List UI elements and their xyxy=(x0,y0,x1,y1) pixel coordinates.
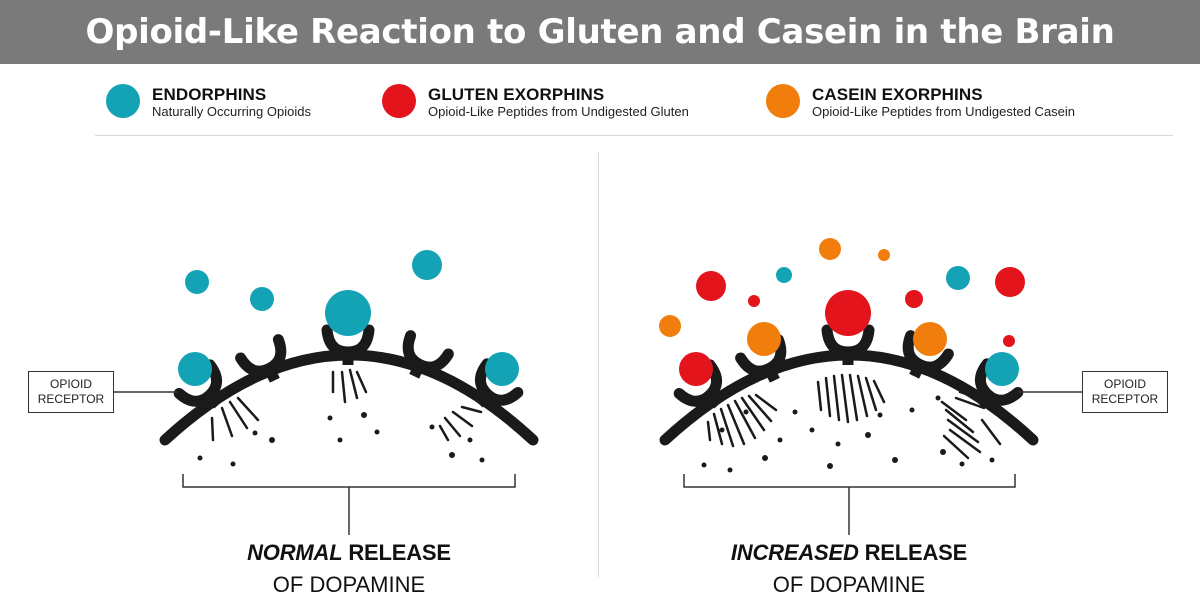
left-panel-diagram xyxy=(114,250,539,535)
legend-title: CASEIN EXORPHINS xyxy=(812,85,983,104)
casein-exorphin-molecule-bound xyxy=(913,322,947,356)
caption-emphasis: INCREASED xyxy=(730,540,859,565)
receptor-label-line2: RECEPTOR xyxy=(37,392,105,406)
gluten-exorphin-molecule-bound xyxy=(679,352,713,386)
endorphin-molecule xyxy=(185,270,209,294)
endorphin-molecule xyxy=(250,287,274,311)
receptor-label-line1: OPIOID xyxy=(1103,377,1146,391)
endorphin-dot-icon xyxy=(106,84,140,118)
dopamine-particles xyxy=(197,412,485,467)
caption-rest: RELEASE xyxy=(858,540,968,565)
gluten-exorphin-molecule-bound xyxy=(825,290,871,336)
caption-left: NORMAL RELEASE OF DOPAMINE xyxy=(199,540,499,598)
legend-divider xyxy=(95,135,1173,136)
legend-description: Opioid-Like Peptides from Undigested Glu… xyxy=(428,104,689,119)
gluten-exorphin-molecule xyxy=(995,267,1025,297)
endorphin-molecule xyxy=(946,266,970,290)
casein-exorphin-molecule-bound xyxy=(747,322,781,356)
right-panel-diagram xyxy=(659,238,1082,535)
casein-exorphin-molecule xyxy=(819,238,841,260)
caption-rest: RELEASE xyxy=(342,540,451,565)
dopamine-release-lines xyxy=(706,373,1002,460)
casein-exorphin-dot-icon xyxy=(766,84,800,118)
caption-right: INCREASED RELEASE OF DOPAMINE xyxy=(699,540,999,598)
caption-line2: OF DOPAMINE xyxy=(272,572,426,597)
dopamine-release-lines xyxy=(210,368,483,442)
endorphin-molecule-bound xyxy=(325,290,371,336)
legend-description: Naturally Occurring Opioids xyxy=(152,104,311,119)
endorphin-molecule xyxy=(776,267,792,283)
legend-description: Opioid-Like Peptides from Undigested Cas… xyxy=(812,104,1076,119)
endorphin-molecule xyxy=(412,250,442,280)
gluten-exorphin-molecule xyxy=(905,290,923,308)
caption-line2: OF DOPAMINE xyxy=(772,572,926,597)
casein-exorphin-molecule xyxy=(659,315,681,337)
gluten-exorphin-molecule xyxy=(696,271,726,301)
receptor-label-line1: OPIOID xyxy=(49,377,92,391)
casein-exorphin-molecule xyxy=(878,249,890,261)
legend-title: GLUTEN EXORPHINS xyxy=(428,85,605,104)
release-bracket xyxy=(683,474,1016,488)
release-bracket xyxy=(182,474,516,488)
legend-title: ENDORPHINS xyxy=(152,85,267,104)
endorphin-molecule-bound xyxy=(985,352,1019,386)
caption-emphasis: NORMAL xyxy=(247,540,343,565)
endorphin-molecule-bound xyxy=(178,352,212,386)
panel-divider xyxy=(598,152,599,577)
receptor-label-line2: RECEPTOR xyxy=(1091,392,1159,406)
endorphin-molecule-bound xyxy=(485,352,519,386)
dopamine-particles xyxy=(701,395,995,473)
receptor-label-right: OPIOID RECEPTOR xyxy=(1082,371,1168,413)
gluten-exorphin-dot-icon xyxy=(382,84,416,118)
gluten-exorphin-molecule xyxy=(1003,335,1015,347)
gluten-exorphin-molecule xyxy=(748,295,760,307)
page-title: Opioid-Like Reaction to Gluten and Casei… xyxy=(85,12,1115,52)
title-banner: Opioid-Like Reaction to Gluten and Casei… xyxy=(0,0,1200,64)
receptor-label-left: OPIOID RECEPTOR xyxy=(28,371,114,413)
